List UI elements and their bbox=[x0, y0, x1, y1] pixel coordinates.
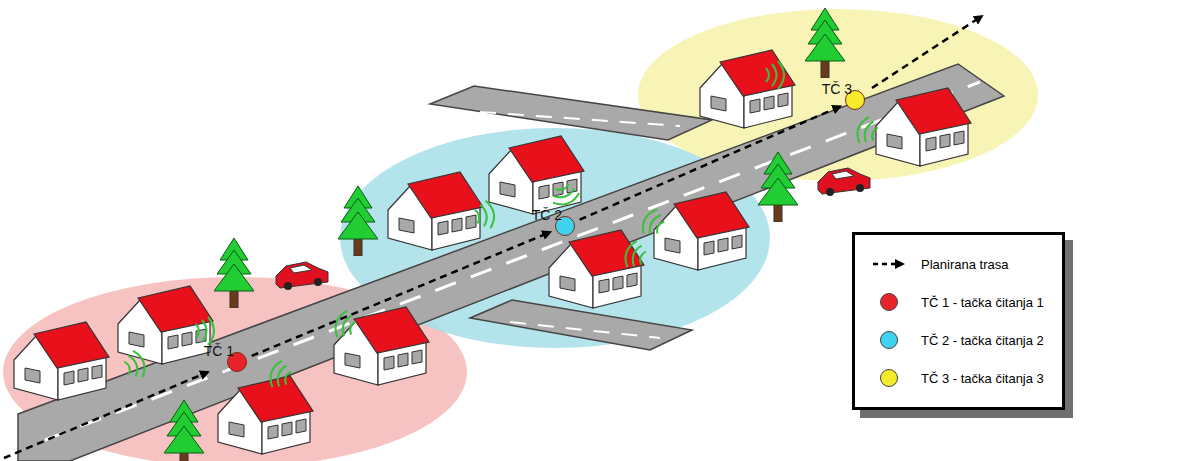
house bbox=[876, 88, 971, 166]
house bbox=[654, 192, 749, 270]
tree bbox=[214, 238, 254, 308]
legend-swatch bbox=[880, 293, 898, 311]
side-street bbox=[470, 300, 692, 350]
tree bbox=[164, 400, 204, 461]
tree bbox=[338, 186, 378, 256]
route-arrow bbox=[580, 106, 841, 219]
radio-waves bbox=[638, 206, 668, 239]
reading-point: TČ 1 bbox=[226, 351, 248, 373]
car bbox=[276, 262, 328, 290]
radio-waves bbox=[549, 182, 581, 208]
reading-point: TČ 3 bbox=[844, 89, 866, 111]
legend-swatch bbox=[880, 331, 898, 349]
tree bbox=[805, 8, 845, 78]
route-arrow bbox=[872, 16, 982, 88]
legend-text: TČ 2 - tačka čitanja 2 bbox=[921, 333, 1044, 348]
house bbox=[14, 322, 109, 400]
house bbox=[118, 286, 213, 364]
legend-text: TČ 1 - tačka čitanja 1 bbox=[921, 295, 1044, 310]
reading-point: TČ 2 bbox=[554, 215, 576, 237]
house bbox=[700, 50, 795, 128]
house bbox=[218, 376, 313, 454]
radio-waves bbox=[196, 317, 214, 345]
legend-swatch bbox=[880, 369, 898, 387]
legend-entry: TČ 3 - tačka čitanja 3 bbox=[871, 359, 1044, 397]
radio-waves bbox=[854, 115, 880, 147]
house bbox=[388, 172, 483, 250]
radio-waves bbox=[474, 200, 497, 231]
legend-text: Planirana trasa bbox=[921, 257, 1008, 272]
point-label: TČ 2 bbox=[532, 207, 562, 223]
house bbox=[489, 136, 584, 214]
legend-box: Planirana trasa TČ 1 - tačka čitanja 1 TČ … bbox=[852, 232, 1065, 410]
house bbox=[549, 230, 644, 308]
route-arrow bbox=[252, 232, 551, 356]
radio-waves bbox=[622, 239, 648, 271]
radio-waves bbox=[332, 309, 358, 341]
legend-entry: TČ 1 - tačka čitanja 1 bbox=[871, 283, 1044, 321]
radio-waves bbox=[766, 61, 784, 89]
legend-arrow-sample bbox=[871, 256, 907, 272]
car bbox=[818, 168, 870, 196]
road-marking bbox=[480, 112, 680, 126]
legend-text: TČ 3 - tačka čitanja 3 bbox=[921, 371, 1044, 386]
point-label: TČ 1 bbox=[204, 343, 234, 359]
radio-waves bbox=[122, 349, 148, 381]
road-marking bbox=[45, 82, 980, 440]
radio-waves bbox=[267, 359, 293, 391]
point-label: TČ 3 bbox=[822, 81, 852, 97]
road-marking bbox=[510, 322, 660, 338]
legend-entry: TČ 2 - tačka čitanja 2 bbox=[871, 321, 1044, 359]
side-street bbox=[430, 86, 712, 140]
route-arrow bbox=[4, 372, 208, 458]
tree bbox=[758, 152, 798, 222]
legend-entry: Planirana trasa bbox=[871, 245, 1044, 283]
